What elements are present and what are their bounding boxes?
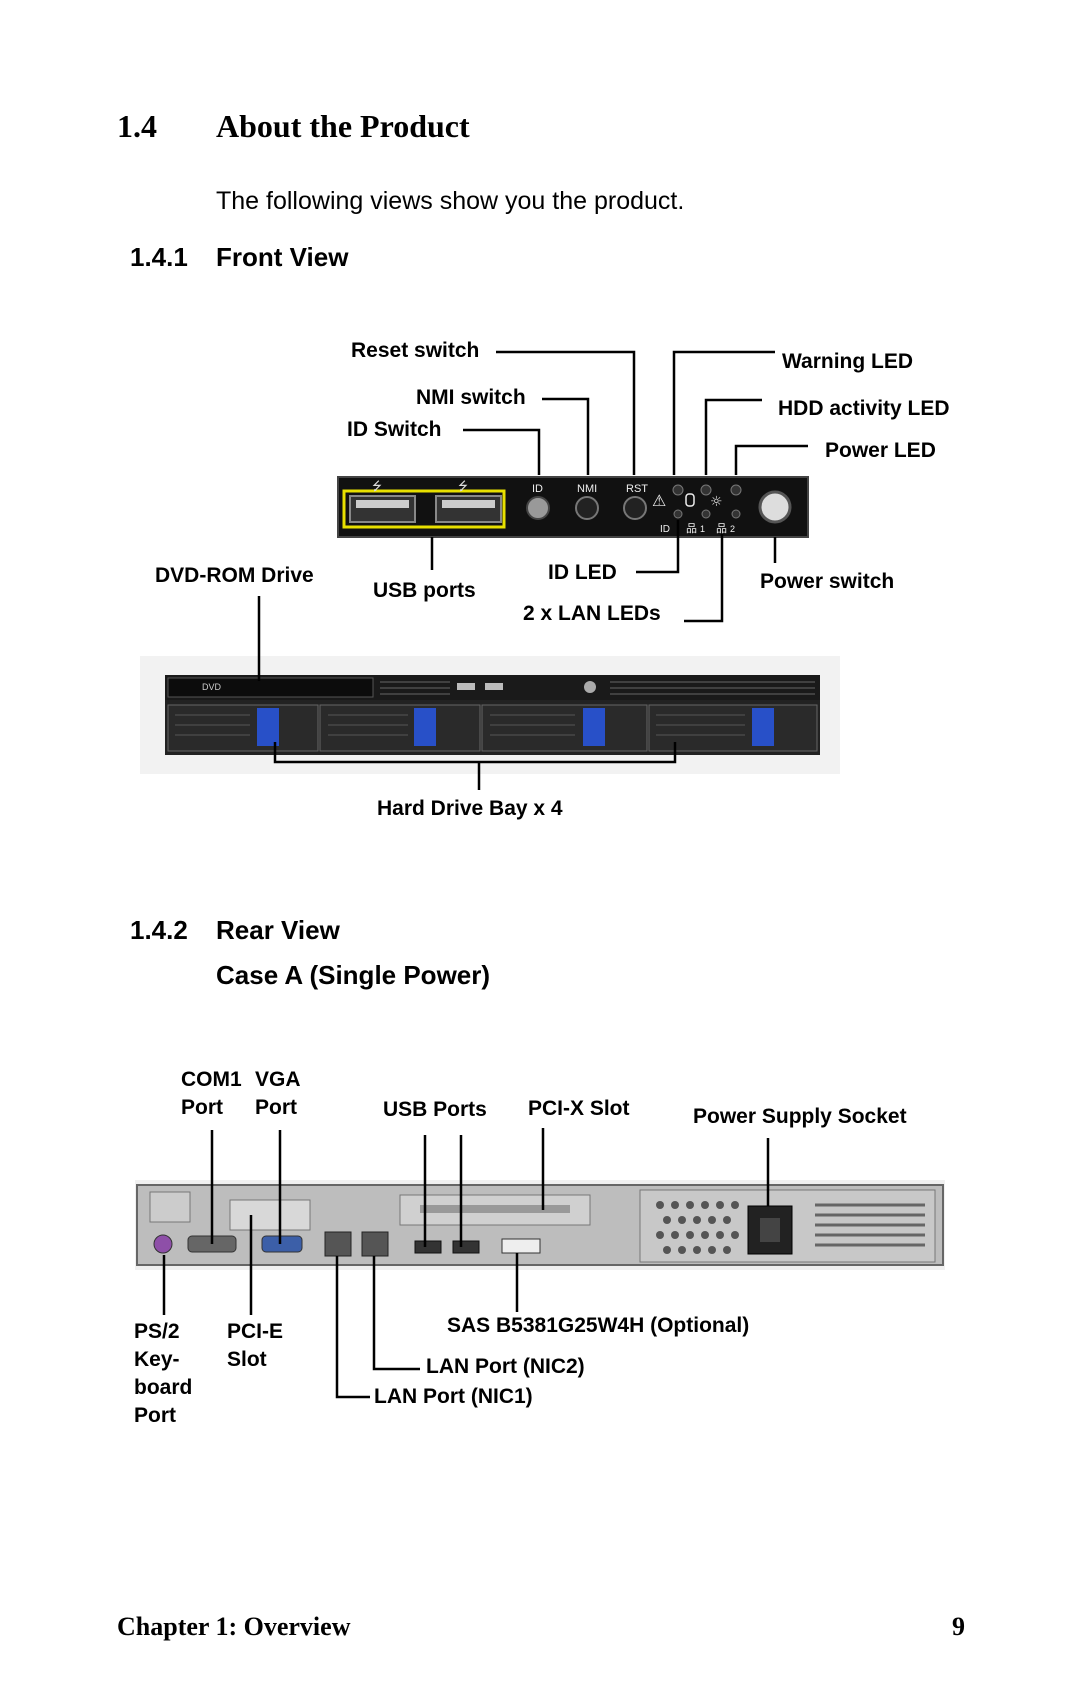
ps2-port <box>153 1234 173 1254</box>
usb-icon: ⭍ <box>372 479 382 493</box>
rear-leader-lines <box>162 1128 770 1399</box>
lan2-led <box>731 509 741 519</box>
psu-vent <box>656 1201 739 1254</box>
server-rear-photo <box>135 1180 945 1270</box>
power-switch-button <box>758 490 792 524</box>
panel-rst-label: RST <box>626 483 648 495</box>
reset-switch-button <box>623 496 647 520</box>
hard-drive-bays <box>167 704 818 752</box>
panel-id-led-label: ID <box>660 524 670 535</box>
label-usb-ports: USB ports <box>373 579 476 602</box>
label-com1-line2: Port <box>181 1096 223 1119</box>
label-warning-led: Warning LED <box>782 350 914 373</box>
label-lan-nic1: LAN Port (NIC1) <box>374 1385 533 1408</box>
label-pcie-slot: PCI-E Slot <box>227 1320 284 1371</box>
label-hard-drive-bay: Hard Drive Bay x 4 <box>377 797 563 820</box>
svg-text:2: 2 <box>730 524 735 534</box>
hdd-icon <box>685 493 695 507</box>
label-hdd-activity-led: HDD activity LED <box>778 397 950 420</box>
usb-port <box>452 1240 480 1254</box>
label-com1-line1: COM1 <box>181 1068 242 1091</box>
drive-latch <box>257 708 279 746</box>
usb-port <box>349 495 416 523</box>
label-power-switch: Power switch <box>760 570 895 593</box>
rear-view-title: Rear View <box>216 915 340 945</box>
lan1-port <box>324 1231 352 1257</box>
label-rear-usb-ports: USB Ports <box>383 1098 487 1121</box>
usb-port <box>414 1240 442 1254</box>
nmi-switch-button <box>575 496 599 520</box>
section-title: About the Product <box>216 108 470 144</box>
usb-port <box>435 495 502 523</box>
label-lan-nic2: LAN Port (NIC2) <box>426 1355 585 1378</box>
lan2-port <box>361 1231 389 1257</box>
drive-latch <box>583 708 605 746</box>
section-number: 1.4 <box>117 108 157 144</box>
lan-icon: 品 <box>716 522 727 535</box>
label-nmi-switch: NMI switch <box>416 386 526 409</box>
label-id-led: ID LED <box>548 561 617 584</box>
id-switch-button <box>526 496 550 520</box>
label-lan-leds: 2 x LAN LEDs <box>523 602 661 625</box>
label-id-switch: ID Switch <box>347 418 442 441</box>
label-dvd-rom-drive: DVD-ROM Drive <box>155 564 314 587</box>
footer-page-number: 9 <box>952 1612 965 1641</box>
label-reset-switch: Reset switch <box>351 339 480 362</box>
power-led-icon: ☼ <box>710 494 723 510</box>
dvd-logo: DVD <box>202 682 222 692</box>
panel-id-label: ID <box>532 483 543 495</box>
front-view-title: Front View <box>216 242 349 272</box>
label-power-led: Power LED <box>825 439 936 462</box>
label-vga-line1: VGA <box>255 1068 301 1091</box>
front-view-number: 1.4.1 <box>130 242 188 272</box>
drive-latch <box>414 708 436 746</box>
front-leader-lines <box>257 350 808 790</box>
lan1-led <box>701 509 711 519</box>
front-control-panel: ⭍ ⭍ ID NMI RST ⚠ ☼ ID 品 1 品 2 <box>337 476 809 538</box>
rear-view-number: 1.4.2 <box>130 915 188 945</box>
usb-highlight <box>342 489 506 529</box>
warning-led <box>672 484 684 496</box>
rear-view-subtitle: Case A (Single Power) <box>216 960 491 990</box>
drive-latch <box>752 708 774 746</box>
server-front-photo: DVD <box>140 656 840 774</box>
footer-chapter: Chapter 1: Overview <box>117 1612 351 1641</box>
label-power-supply-socket: Power Supply Socket <box>693 1105 907 1128</box>
panel-nmi-label: NMI <box>577 483 597 495</box>
id-led <box>673 509 683 519</box>
intro-text: The following views show you the product… <box>216 187 685 215</box>
label-pcix-slot: PCI-X Slot <box>528 1097 630 1120</box>
power-led <box>730 484 742 496</box>
label-vga-line2: Port <box>255 1096 297 1119</box>
sas-port <box>501 1238 541 1254</box>
usb-icon: ⭍ <box>458 479 468 493</box>
warning-triangle-icon: ⚠ <box>652 491 666 510</box>
label-sas: SAS B5381G25W4H (Optional) <box>447 1314 750 1337</box>
hdd-led <box>700 484 712 496</box>
lan-icon: 品 <box>686 522 697 535</box>
svg-text:1: 1 <box>700 524 705 534</box>
label-ps2-keyboard-port: PS/2 Key- board Port <box>134 1320 193 1427</box>
vga-port <box>261 1235 303 1253</box>
